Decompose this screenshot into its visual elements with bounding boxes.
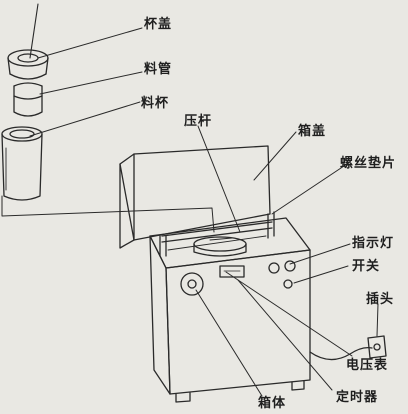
indicator-knobs (268, 260, 296, 289)
leader-lines (29, 27, 379, 397)
timer-window (219, 265, 245, 278)
label-box-body: 箱体 (258, 396, 287, 411)
plug-part (367, 335, 387, 359)
label-cup-lid: 杯盖 (144, 17, 173, 32)
feed-cup-part (1, 126, 43, 201)
voltmeter-dial (180, 272, 204, 296)
label-screw-washer: 螺丝垫片 (340, 156, 397, 171)
label-timer: 定时器 (336, 390, 379, 405)
exploded-guide-line (1, 195, 215, 233)
label-feed-cup: 料杯 (141, 96, 170, 111)
label-switch: 开关 (352, 259, 381, 274)
press-mechanism (159, 211, 275, 257)
box-body-part (149, 217, 311, 403)
power-cord (309, 346, 373, 361)
label-press-rod: 压杆 (184, 114, 213, 129)
label-voltmeter: 电压表 (346, 358, 389, 373)
label-box-lid: 箱盖 (298, 124, 327, 139)
feed-tube-part (13, 82, 43, 117)
box-lid-part (119, 145, 271, 249)
cup-lid-part (7, 3, 49, 80)
label-feed-tube: 料管 (144, 62, 173, 77)
label-indicator-light: 指示灯 (352, 236, 395, 251)
label-plug: 插头 (366, 292, 395, 307)
